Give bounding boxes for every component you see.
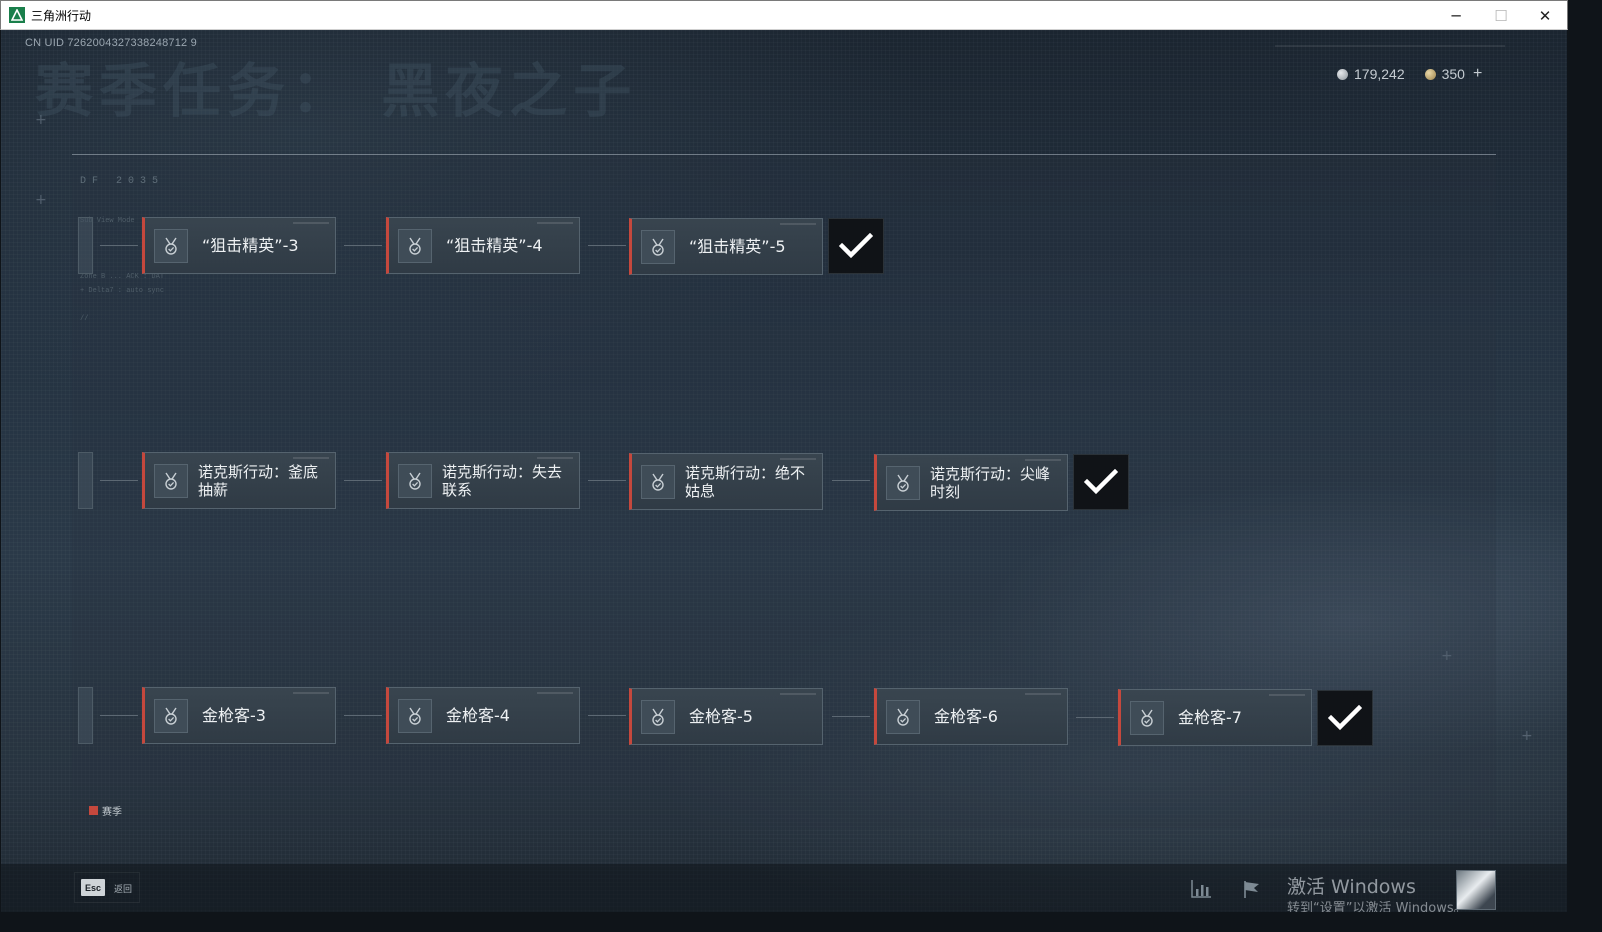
crosshair-decoration-icon: + <box>1441 648 1453 664</box>
window-title: 三角洲行动 <box>31 8 92 23</box>
player-uid: CN UID 7262004327338248712 9 <box>25 37 197 49</box>
task-card[interactable]: 金枪客-5 <box>629 688 823 745</box>
back-label: 返回 <box>114 885 133 895</box>
task-label: “狙击精英”-5 <box>689 236 786 256</box>
task-card[interactable]: 诺克斯行动：绝不姑息 <box>629 453 823 510</box>
medal-icon <box>886 699 920 734</box>
crosshair-decoration-icon: + <box>1521 728 1533 744</box>
esc-key-icon: Esc <box>81 879 105 896</box>
page-title: 赛季任务： 黑夜之子 <box>35 57 638 125</box>
maximize-button[interactable]: ☐ <box>1494 7 1508 25</box>
game-scene: CN UID 7262004327338248712 9 赛季任务： 黑夜之子 … <box>1 30 1567 912</box>
checkmark-icon <box>1084 469 1118 495</box>
currency-bar: 179,242 350 + <box>1337 64 1482 84</box>
silver-currency-amount: 179,242 <box>1354 66 1405 82</box>
task-card[interactable]: 金枪客-4 <box>386 687 580 744</box>
legend-label-season: 赛季 <box>102 807 122 818</box>
task-label: 诺克斯行动：失去联系 <box>442 462 563 499</box>
chain-connector <box>100 480 138 481</box>
medal-icon <box>154 698 188 733</box>
medal-icon <box>641 229 675 264</box>
task-card[interactable]: “狙击精英”-4 <box>386 217 580 274</box>
bottom-bar: Esc 返回 激活 Windows 转到“设置”以激活 Windows。 <box>1 864 1567 912</box>
chain-connector <box>588 715 626 716</box>
panel-decoration-text: Sub View Mode <box>80 217 135 225</box>
chain-connector <box>100 245 138 246</box>
chain-connector <box>588 245 626 246</box>
chain-start-stub <box>78 452 93 509</box>
windows-activation-title: 激活 Windows <box>1287 876 1416 898</box>
task-label: 金枪客-4 <box>446 705 510 725</box>
checkmark-icon <box>1328 705 1362 731</box>
task-card[interactable]: 金枪客-7 <box>1118 689 1312 746</box>
chain-connector <box>588 480 626 481</box>
minimize-button[interactable]: ─ <box>1451 7 1461 25</box>
close-button[interactable]: ✕ <box>1538 7 1552 25</box>
medal-icon <box>398 698 432 733</box>
medal-icon <box>641 464 675 499</box>
chain-connector <box>832 716 870 717</box>
flag-icon[interactable] <box>1239 876 1265 902</box>
task-card[interactable]: 诺克斯行动：尖峰时刻 <box>874 454 1068 511</box>
medal-icon <box>641 699 675 734</box>
checkmark-icon <box>839 233 873 259</box>
task-label: 诺克斯行动：釜底抽薪 <box>198 462 319 499</box>
gold-coin-icon <box>1424 68 1436 80</box>
task-card[interactable]: 诺克斯行动：釜底抽薪 <box>142 452 336 509</box>
medal-icon <box>154 463 188 498</box>
chain-complete-checkmark[interactable] <box>1073 454 1129 510</box>
medal-icon <box>398 228 432 263</box>
chain-start-stub <box>78 687 93 744</box>
legend: 赛季 <box>89 803 122 818</box>
chain-connector <box>344 715 382 716</box>
chain-connector <box>344 480 382 481</box>
task-card[interactable]: “狙击精英”-3 <box>142 217 336 274</box>
chain-connector <box>344 245 382 246</box>
back-button[interactable] <box>74 872 140 903</box>
chain-connector <box>832 480 870 481</box>
task-label: 金枪客-5 <box>689 706 753 726</box>
panel-decoration-text: Zone B ... ACK : DAT <box>80 273 165 281</box>
task-label: 金枪客-7 <box>1178 707 1242 727</box>
windows-activation-hint: 转到“设置”以激活 Windows。 <box>1287 901 1467 912</box>
gold-currency-amount: 350 <box>1441 66 1465 82</box>
task-card[interactable]: 诺克斯行动：失去联系 <box>386 452 580 509</box>
bar-chart-icon[interactable] <box>1188 876 1214 902</box>
task-card[interactable]: 金枪客-3 <box>142 687 336 744</box>
task-label: “狙击精英”-4 <box>446 235 543 255</box>
panel-decoration-text: + Delta7 : auto sync <box>80 287 165 295</box>
crosshair-decoration-icon: + <box>35 192 47 208</box>
task-label: 诺克斯行动：绝不姑息 <box>685 463 806 500</box>
medal-icon <box>1130 700 1164 735</box>
task-panel: DF 2035 Sub View Mode Zone B ... ACK : D… <box>72 154 1496 828</box>
chain-start-stub <box>78 217 93 274</box>
task-label: 金枪客-3 <box>202 705 266 725</box>
app-logo-icon <box>9 7 25 23</box>
task-label: 金枪客-6 <box>934 706 998 726</box>
chain-connector <box>100 715 138 716</box>
task-label: 诺克斯行动：尖峰时刻 <box>930 464 1051 501</box>
add-currency-button[interactable]: + <box>1472 65 1483 82</box>
panel-decoration-text: // <box>80 315 89 323</box>
medal-icon <box>398 463 432 498</box>
hud-decoration-line <box>1275 45 1505 47</box>
task-label: “狙击精英”-3 <box>202 235 299 255</box>
window-titlebar: 三角洲行动 ─ ☐ ✕ <box>0 0 1568 30</box>
chain-connector <box>1076 717 1114 718</box>
avatar[interactable] <box>1456 870 1496 910</box>
task-card[interactable]: “狙击精英”-5 <box>629 218 823 275</box>
legend-swatch-season <box>89 806 98 815</box>
medal-icon <box>154 228 188 263</box>
panel-code-decoration: DF 2035 <box>80 176 165 187</box>
medal-icon <box>886 465 920 500</box>
crosshair-decoration-icon: + <box>35 112 47 128</box>
silver-coin-icon <box>1337 68 1348 80</box>
task-card[interactable]: 金枪客-6 <box>874 688 1068 745</box>
chain-complete-checkmark[interactable] <box>828 218 884 274</box>
chain-complete-checkmark[interactable] <box>1317 690 1373 746</box>
